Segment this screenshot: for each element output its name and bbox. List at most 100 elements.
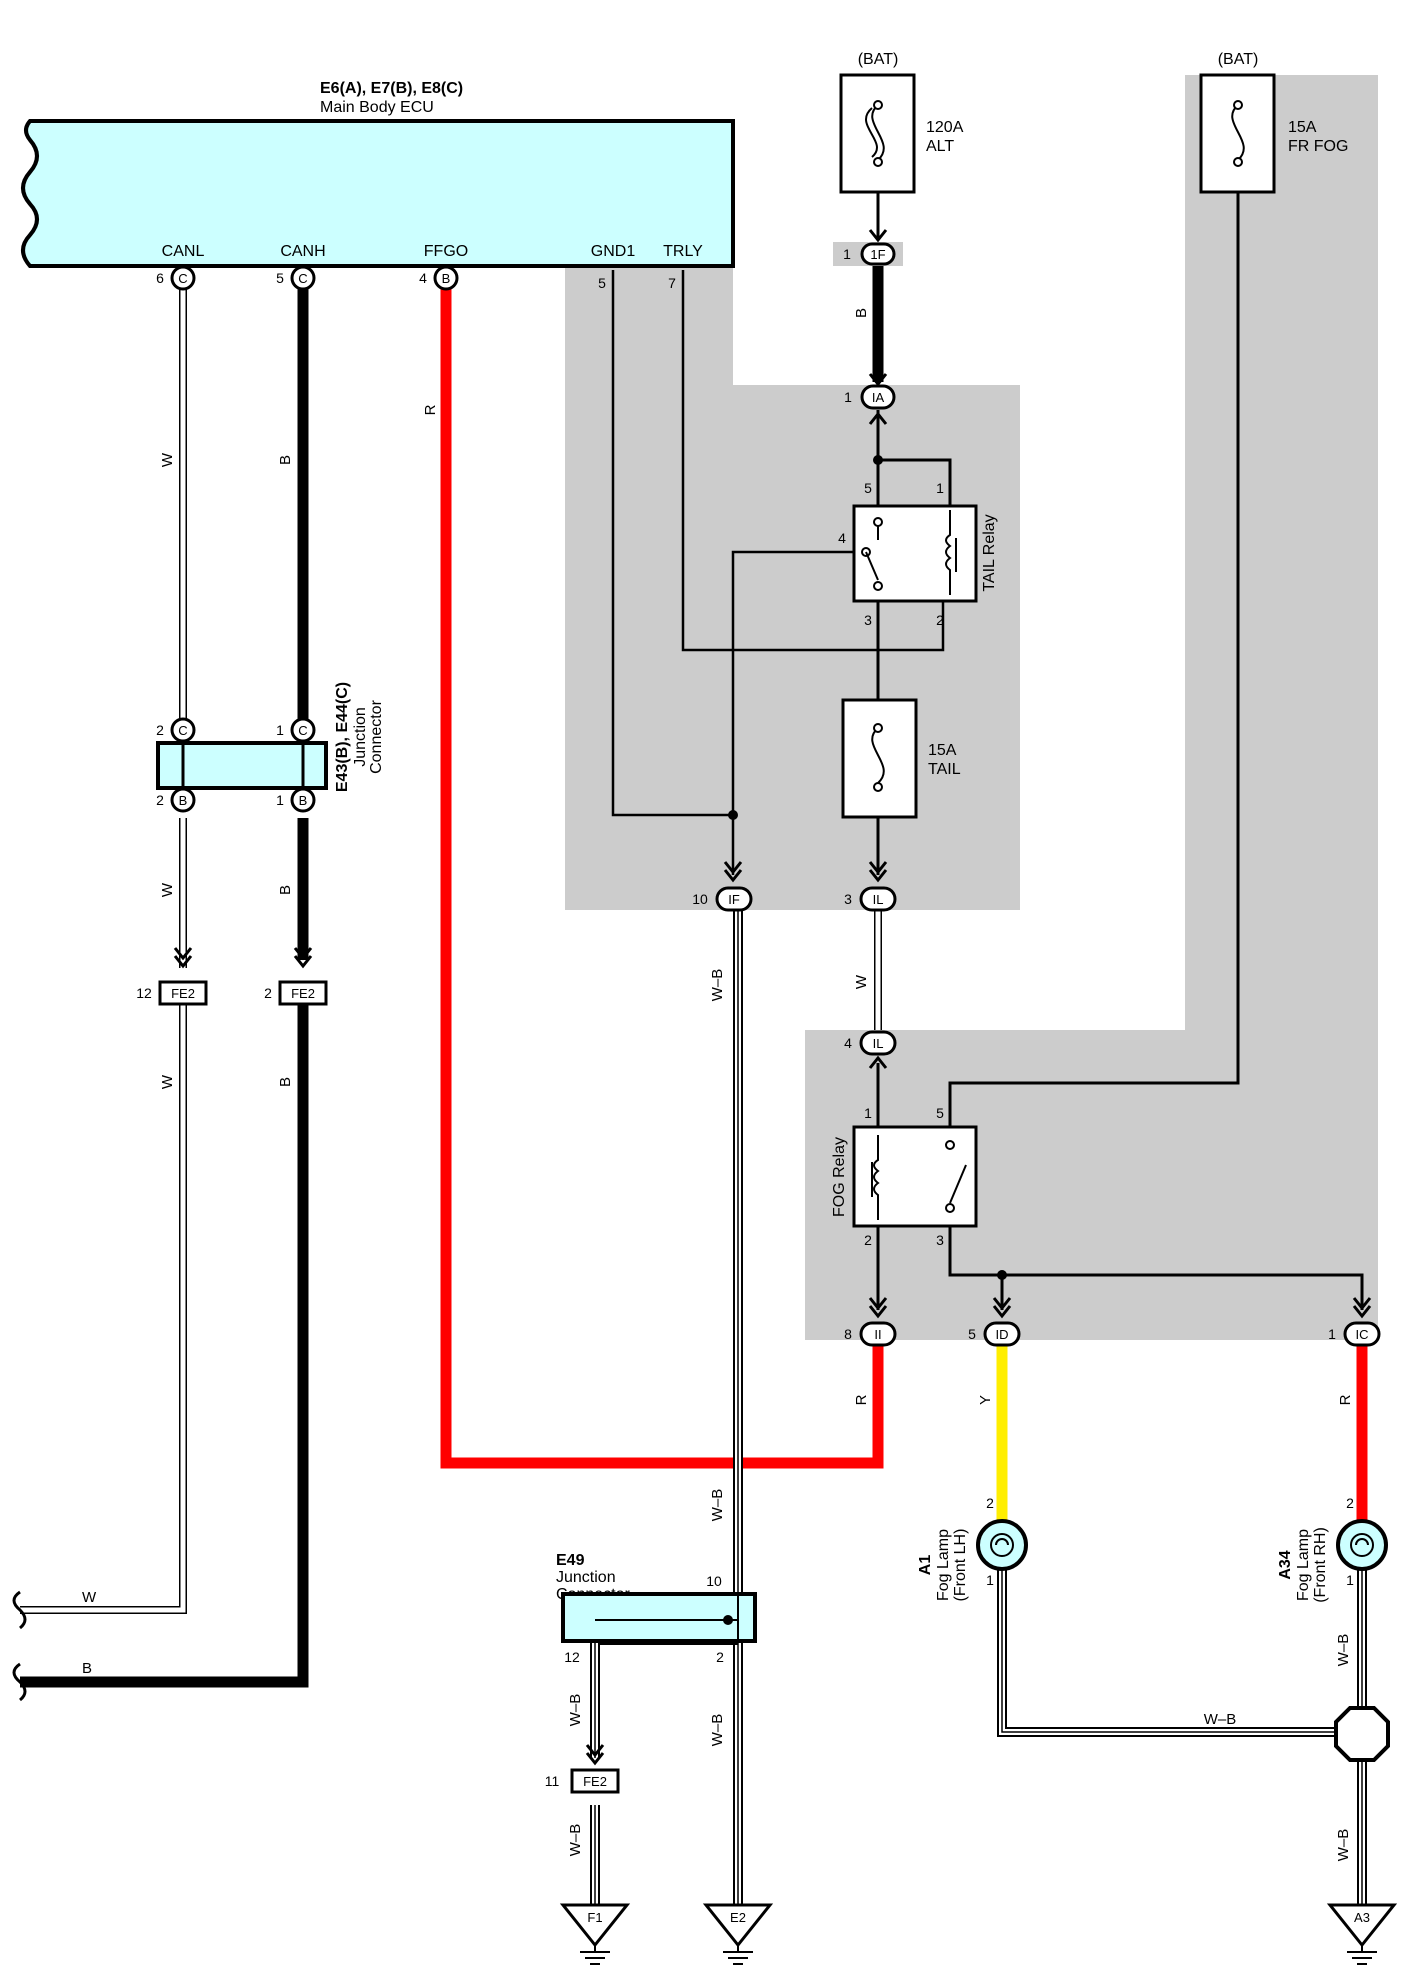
- ecu-pin-canl: 6: [156, 270, 164, 286]
- fog-relay: FOG Relay 1 5 2 3: [831, 1105, 978, 1248]
- tail-relay-pin4: 4: [838, 530, 846, 546]
- wire-label-wb7: W–B: [1335, 1634, 1352, 1667]
- ecu-terminal-gnd1: GND1: [591, 243, 636, 260]
- junction-dot-if: [728, 810, 738, 820]
- wire-label-wb1: W–B: [709, 969, 726, 1002]
- ecu-terminal-ffgo: FFGO: [424, 243, 468, 260]
- e49-title: E49: [556, 1552, 585, 1569]
- fog-lamp-lh-pin-bot: 1: [986, 1572, 994, 1588]
- connector-il-lower-pin: 4: [844, 1035, 852, 1051]
- connector-il-lower: IL 4: [844, 1030, 897, 1069]
- connector-fe2-wb-label: FE2: [583, 1774, 607, 1789]
- e43-conn-bot-left: B: [179, 793, 188, 808]
- wire-fog-relay-3: [948, 1226, 1364, 1310]
- wire-label-wb2: W–B: [709, 1489, 726, 1522]
- ecu-box: [21, 119, 735, 268]
- bat-label-right: (BAT): [1218, 51, 1259, 68]
- fog-lamp-lh-id: A1: [917, 1555, 934, 1576]
- fuse-fog-rating: 15A: [1288, 119, 1317, 136]
- e49-name1: Junction: [556, 1569, 616, 1586]
- bat-label-left: (BAT): [858, 51, 899, 68]
- connector-id-label: ID: [996, 1327, 1009, 1342]
- splice-octagon: [1334, 1706, 1390, 1762]
- fog-lamp-lh-name: Fog Lamp: [935, 1529, 952, 1601]
- ecu-pin-conn-ffgo: B: [442, 271, 451, 286]
- e43-pin-bot-left: 2: [156, 792, 164, 808]
- tail-relay: TAIL Relay 5 1 4 3 2: [838, 480, 998, 628]
- e49-pin10: 10: [706, 1573, 722, 1589]
- wire-label-w1: W: [159, 452, 176, 467]
- wire-break-marks: [12, 1590, 27, 1702]
- tail-relay-pin3: 3: [864, 612, 872, 628]
- wire-label-w4: W: [82, 1589, 97, 1606]
- connector-il-lower-label: IL: [873, 1036, 884, 1051]
- e43-conn-top-right: C: [298, 723, 307, 738]
- fuse-tail-name: TAIL: [928, 761, 961, 778]
- fog-lamp-rh-pin-bot: 1: [1346, 1572, 1354, 1588]
- fog-lamp-lh-side: (Front LH): [952, 1529, 969, 1602]
- fog-lamp-rh-side: (Front RH): [1312, 1527, 1329, 1603]
- ecu-pin-canh: 5: [276, 270, 284, 286]
- e43-conn-bot-right: B: [299, 793, 308, 808]
- e43-conn-top-left: C: [178, 723, 187, 738]
- connector-1f-label: 1F: [870, 247, 885, 262]
- wire-fr-fog: [948, 192, 1240, 1127]
- wire-label-wb5: W–B: [567, 1824, 584, 1857]
- wire-label-b1: B: [277, 455, 294, 465]
- connector-il-upper-pin: 3: [844, 891, 852, 907]
- fuse-tail-rating: 15A: [928, 742, 957, 759]
- connector-id-pin: 5: [968, 1326, 976, 1342]
- wire-label-b4: B: [82, 1660, 92, 1677]
- junction-dot-fog-out: [997, 1270, 1007, 1280]
- connector-fe2-w-label: FE2: [171, 986, 195, 1001]
- e49-box: [561, 1592, 757, 1643]
- ecu-terminal-canl: CANL: [162, 243, 205, 260]
- tail-relay-pin5: 5: [864, 480, 872, 496]
- fog-relay-label: FOG Relay: [831, 1137, 848, 1217]
- connector-ii: II 8: [844, 1297, 897, 1347]
- wire-label-wb6: W–B: [1204, 1711, 1237, 1728]
- connector-if-label: IF: [728, 892, 740, 907]
- fog-lamp-rh: 2 1 A34 Fog Lamp (Front RH): [1277, 1495, 1388, 1603]
- wire-tail-relay-4: [731, 550, 866, 875]
- connector-ia: IA 1: [844, 373, 896, 465]
- tail-relay-box: [852, 504, 978, 603]
- wire-label-w2: W: [159, 882, 176, 897]
- ecu-terminal-trly: TRLY: [663, 243, 703, 260]
- e43-box: [156, 741, 328, 790]
- connector-ic-label: IC: [1356, 1327, 1369, 1342]
- connector-if-pin: 10: [692, 891, 708, 907]
- connector-fe2-w: FE2 12: [136, 947, 208, 1006]
- ecu-pin-conn-canl: C: [178, 271, 187, 286]
- wire-label-wb3: W–B: [709, 1714, 726, 1747]
- connector-fe2-b: FE2 2: [264, 947, 328, 1006]
- ecu-terminal-canh: CANH: [280, 243, 325, 260]
- fog-lamp-rh-id: A34: [1277, 1550, 1294, 1579]
- ecu-name: Main Body ECU: [320, 99, 434, 116]
- fuse-fog-box: [1199, 73, 1276, 194]
- ecu-pins: C 6 C 5 B 4 5 7: [156, 265, 676, 291]
- wire-label-b2: B: [277, 885, 294, 895]
- fog-lamp-rh-pin-top: 2: [1346, 1495, 1354, 1511]
- wire-labels: W B R W B W B W B B W W–B W–B W–B W–B W–…: [82, 308, 1354, 1861]
- bat-fr-fog: (BAT) 15A FR FOG: [1199, 51, 1348, 194]
- wire-label-r2: R: [853, 1394, 870, 1405]
- bat-alt: (BAT) 120A ALT: [839, 51, 964, 194]
- shade-fr-fog: [1185, 75, 1378, 1035]
- fuse-alt-rating: 120A: [926, 119, 964, 136]
- connector-ic-pin: 1: [1328, 1326, 1336, 1342]
- ground-a3-label: A3: [1354, 1910, 1370, 1925]
- e43-title: E43(B), E44(C): [334, 682, 351, 792]
- ground-a3: A3: [1326, 1903, 1398, 1965]
- ground-e2: E2: [702, 1903, 774, 1965]
- wire-gnd1: [611, 270, 733, 817]
- ground-f1-label: F1: [587, 1910, 602, 1925]
- wires: [20, 190, 1368, 1905]
- fog-lamp-lh: 2 1 A1 Fog Lamp (Front LH): [917, 1495, 1028, 1602]
- connector-ii-pin: 8: [844, 1326, 852, 1342]
- ecu-pin-ffgo: 4: [419, 270, 427, 286]
- e49-pin2: 2: [716, 1649, 724, 1665]
- wire-label-y: Y: [977, 1395, 994, 1405]
- fuse-tail: 15A TAIL: [841, 698, 961, 819]
- e43-pin-top-left: 2: [156, 722, 164, 738]
